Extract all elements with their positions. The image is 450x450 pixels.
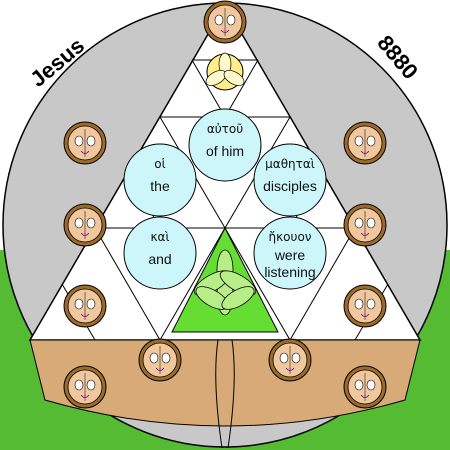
- face-left-2: [63, 203, 107, 247]
- yellow-flower-icon: [205, 52, 245, 91]
- word-circle-ekouon: ἤκουον were listening: [253, 216, 327, 290]
- green-flower-icon: [193, 249, 257, 316]
- greek-word-1: αὐτοῦ: [207, 122, 243, 136]
- greek-word-2: οἱ: [154, 157, 165, 171]
- english-word-5a: were: [274, 247, 306, 263]
- face-left-4: [63, 365, 107, 409]
- face-left-1: [63, 121, 107, 165]
- english-word-3: disciples: [263, 178, 317, 194]
- english-word-2: the: [150, 178, 170, 194]
- english-word-4: and: [148, 251, 171, 267]
- word-circle-kai: καὶ and: [123, 216, 197, 290]
- tan-ground: [29, 339, 421, 427]
- word-circle-hoi: οἱ the: [123, 143, 197, 217]
- face-right-4: [343, 365, 387, 409]
- greek-word-3: μαθηταὶ: [265, 157, 315, 171]
- face-right-5: [268, 338, 312, 382]
- face-top: [203, 0, 247, 44]
- english-word-5b: listening: [264, 264, 315, 280]
- word-circle-autou: αὐτοῦ of him: [188, 108, 262, 182]
- greek-word-4: καὶ: [150, 230, 169, 244]
- greek-word-5: ἤκουον: [268, 230, 311, 244]
- face-left-5: [138, 338, 182, 382]
- face-right-3: [343, 284, 387, 328]
- face-right-1: [343, 121, 387, 165]
- face-right-2: [343, 203, 387, 247]
- word-circle-mathetai: μαθηταὶ disciples: [253, 143, 327, 217]
- center-stem: [215, 339, 235, 449]
- english-word-1: of him: [206, 143, 244, 159]
- face-left-3: [63, 284, 107, 328]
